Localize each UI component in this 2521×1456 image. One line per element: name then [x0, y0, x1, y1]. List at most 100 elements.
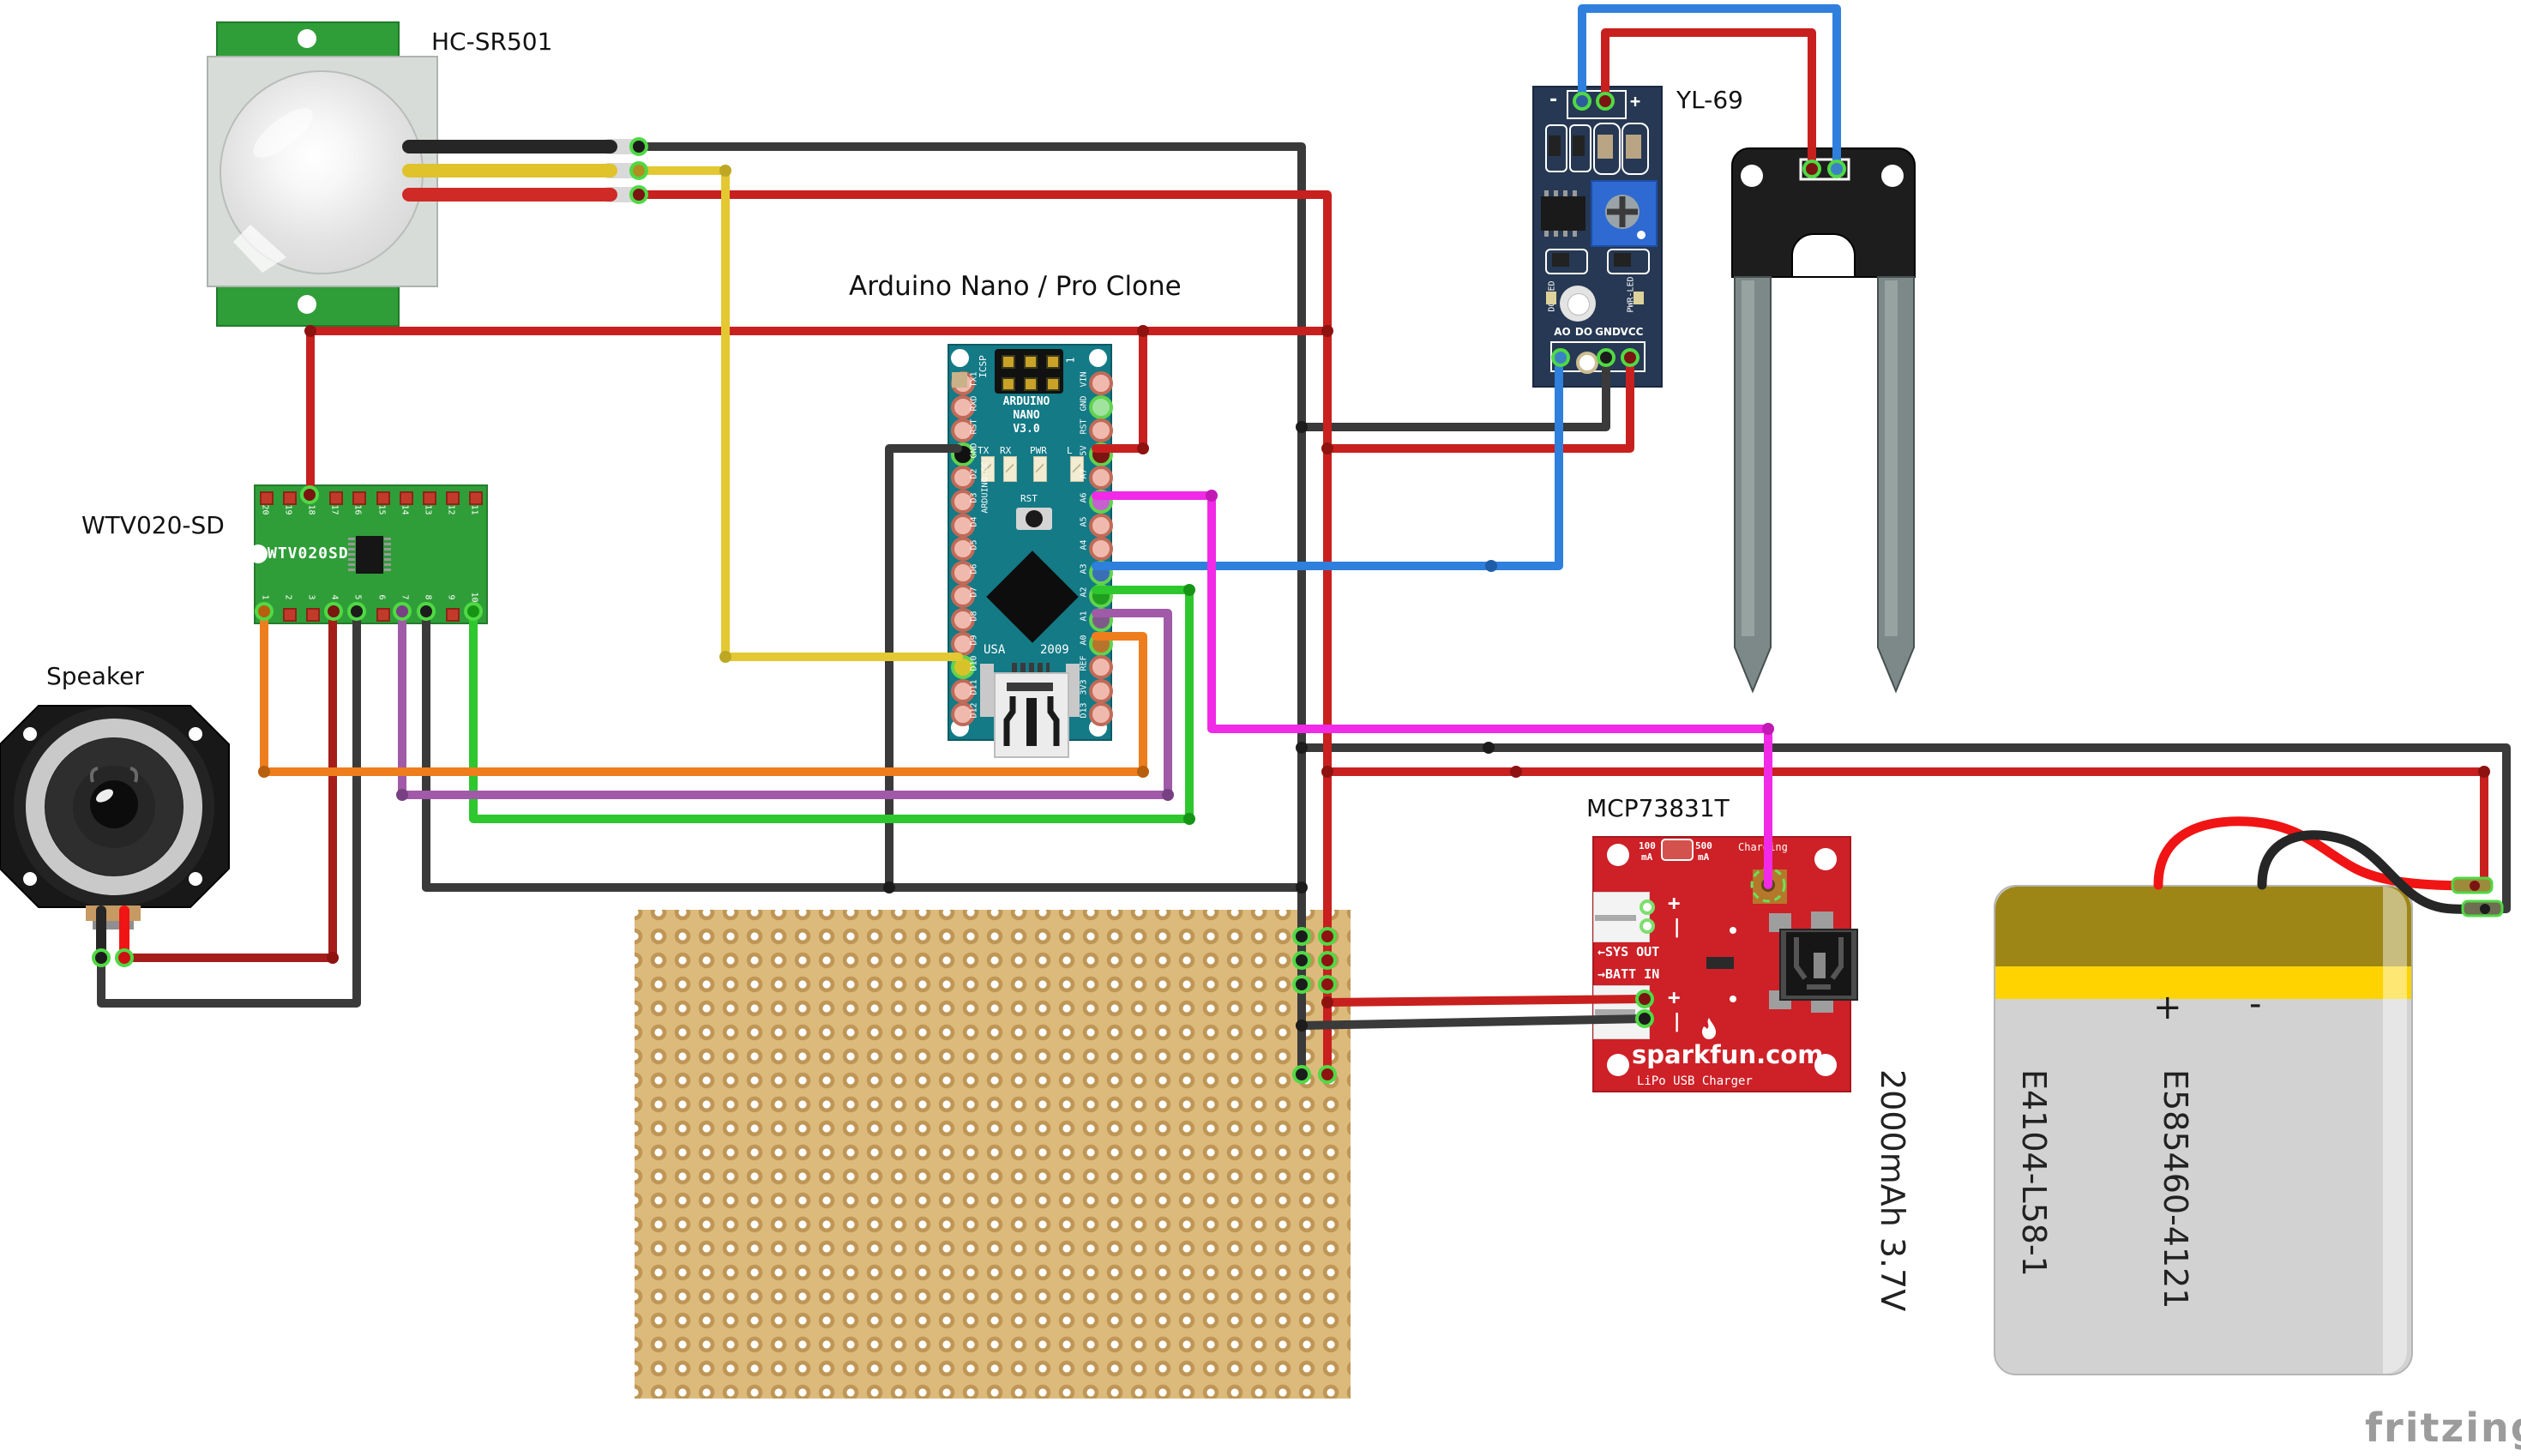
connection-ring-2	[629, 185, 648, 204]
wire-a6-magenta[interactable]	[1092, 491, 1772, 889]
fc28-prong-left-shine	[1742, 280, 1754, 636]
wire-junction-4	[883, 881, 895, 893]
speaker-wire-ear-right	[129, 767, 139, 783]
nano-pin-label-left-D6: D6	[969, 563, 979, 575]
battery-highlight-strip	[2383, 887, 2407, 1374]
nano-pad-right-A0[interactable]	[1089, 631, 1113, 656]
nano-pin-label-right-VIN: VIN	[1079, 371, 1089, 388]
nano-pad-right-A3[interactable]	[1089, 560, 1113, 585]
wtv-notch	[249, 544, 268, 563]
nano-pad-right-RST[interactable]	[1089, 418, 1113, 443]
wire-d10-yellow[interactable]	[635, 166, 963, 661]
nano-mcu-chip	[986, 551, 1079, 643]
wire-junction-26	[719, 651, 731, 663]
nano-pad-right-D13[interactable]	[1089, 702, 1113, 727]
mcp-sysout-label: ←SYS OUT	[1597, 944, 1660, 960]
yl69-bottom-pin-box	[1550, 341, 1646, 372]
mcp-100-label: 100	[1639, 840, 1656, 851]
nano-pad-right-A4[interactable]	[1089, 537, 1113, 562]
nano-usb-tab-left	[980, 664, 994, 717]
wtv-top-pad-20	[260, 491, 274, 505]
nano-pad-right-A7[interactable]	[1089, 466, 1113, 490]
mcp-sysout-plus: +	[1668, 891, 1681, 915]
nano-hole-tl	[951, 349, 969, 367]
yl69-smd-chip5	[1552, 253, 1569, 267]
nano-pad-right-5V[interactable]	[1089, 442, 1113, 466]
nano-hole-tr	[1089, 349, 1107, 367]
yl69-pin-name-AO: AO	[1554, 326, 1571, 338]
yl69-potentiometer[interactable]	[1591, 180, 1658, 247]
wire-junction-24	[1485, 560, 1497, 572]
wtv020-label: WTV020-SD	[81, 511, 225, 539]
wire-batt-plus-rail[interactable]	[1323, 767, 2488, 890]
nano-icsp-pin-3	[1002, 377, 1015, 391]
battery-plus-mark: +	[2153, 988, 2182, 1027]
lipo-battery[interactable]: + - E585460-4121 E4104-L58-1 2000mAh 3.7…	[1874, 885, 2413, 1375]
nano-pin-label-left-GND: GND	[969, 442, 979, 459]
yl69-pin-name-DO: DO	[1574, 326, 1593, 338]
wtv-bottom-num-10: 10	[469, 592, 479, 603]
mcp73831t-board[interactable]: 100 mA 500 mA Charging + | ←SYS OUT →BAT…	[1592, 836, 1858, 1092]
nano-usb-pins-icon	[1003, 683, 1060, 746]
speaker-dust-cap-shine	[96, 789, 113, 803]
yl69-do-pad-unconnected	[1576, 352, 1598, 374]
mcp-battin-minus: |	[1671, 1011, 1683, 1032]
yl69-resistor1	[1597, 135, 1613, 159]
connection-ring-0	[629, 137, 648, 156]
wtv-top-num-18: 18	[306, 504, 316, 515]
mcp-500-label: 500	[1695, 840, 1712, 851]
wtv-chip-pins-right	[384, 538, 391, 572]
mcp-hole-tr	[1814, 848, 1837, 870]
battery-yellow-band	[1995, 966, 2411, 999]
wire-a3-blue[interactable]	[1092, 363, 1563, 570]
nano-pad-right-A2[interactable]	[1089, 584, 1113, 609]
wtv-bottom-pad-9	[445, 608, 460, 622]
nano-pad-right-VIN[interactable]	[1089, 371, 1113, 395]
nano-pad-right-A1[interactable]	[1089, 608, 1113, 632]
pir-mount-hole-top	[298, 29, 316, 48]
yl69-ic-pins-top	[1544, 190, 1582, 196]
wire-junction-17	[1137, 766, 1149, 778]
wire-batt-lead-red[interactable]	[2153, 816, 2478, 891]
wtv-bottom-num-5: 5	[352, 594, 363, 600]
mcp-hole-tl	[1607, 844, 1629, 866]
wtv-top-num-13: 13	[423, 504, 433, 515]
speaker-screw-tr	[189, 727, 202, 741]
pir-fresnel-dome	[220, 70, 424, 274]
speaker-frame	[0, 705, 230, 908]
speaker[interactable]	[0, 705, 230, 930]
nano-brand-line3: V3.0	[1013, 423, 1040, 436]
nano-pad-right-A6[interactable]	[1089, 490, 1113, 514]
wtv-bottom-pad-6	[376, 608, 390, 622]
nano-pin-label-right-A3: A3	[1079, 563, 1089, 575]
perfboard[interactable]	[635, 910, 1351, 1399]
nano-led-PWR	[1033, 456, 1047, 482]
hcsr501-pir-sensor[interactable]	[0, 0, 617, 377]
battery-red-connector-pin	[2470, 881, 2480, 891]
nano-pad-right-3V3[interactable]	[1089, 678, 1113, 703]
nano-reset-button-cap	[1026, 510, 1043, 527]
speaker-outer-ring	[14, 707, 214, 907]
wtv-top-num-17: 17	[329, 504, 340, 515]
speaker-screw-bl	[23, 872, 37, 886]
fc28-probe[interactable]	[1731, 147, 1916, 694]
wire-speaker-red[interactable]	[120, 607, 337, 962]
mcp-current-jumper[interactable]	[1661, 839, 1694, 861]
speaker-cone	[45, 738, 183, 875]
nano-pad-right-REF[interactable]	[1089, 655, 1113, 680]
nano-led-RX	[1003, 456, 1017, 482]
nano-pin-label-left-RXD: RXD	[969, 395, 979, 412]
nano-brand-line2: NANO	[1013, 409, 1040, 422]
mcp-100ma-label: mA	[1641, 851, 1653, 863]
yl69-smd-box1	[1545, 124, 1567, 172]
battery-text-block: E585460-4121 E4104-L58-1 2000mAh 3.7V	[1774, 1069, 2293, 1352]
nano-rst-label: RST	[1020, 493, 1038, 504]
nano-usb-teeth	[1012, 663, 1050, 672]
battery-gold-band	[1995, 887, 2411, 966]
wtv-bottom-pad-2	[283, 608, 298, 622]
nano-pad-right-GND[interactable]	[1089, 394, 1113, 419]
nano-pad-right-A5[interactable]	[1089, 513, 1113, 538]
